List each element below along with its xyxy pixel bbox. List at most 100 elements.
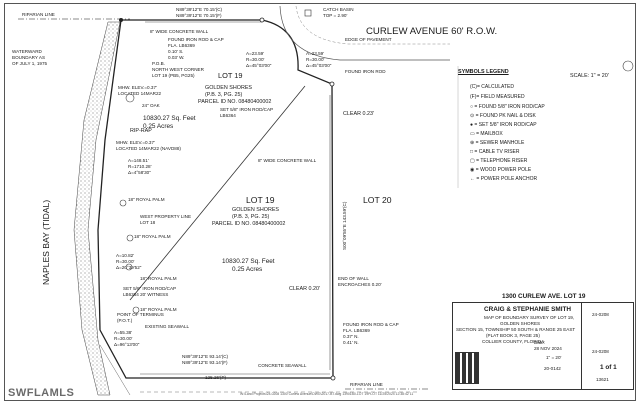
legend-item: (C)= CALCULATED: [470, 84, 514, 90]
oak-label: 24" OAK: [142, 103, 160, 108]
iron-rod-top-3: 0.10' S.: [168, 49, 184, 54]
curve-low-a: A=10.82': [116, 253, 135, 258]
catch-basin-top: TOP = 2.90': [323, 13, 348, 18]
wall-mid-label: 8" WIDE CONCRETE WALL: [258, 158, 317, 163]
royal-palm-4: 18" ROYAL PALM: [140, 307, 177, 312]
legend-item: ▢ = TELEPHONE RISER: [470, 158, 527, 164]
file-path: W:\Land Projects\24-0208 1300 Curlew Ave…: [240, 392, 414, 396]
tb-desc-5: COLLIER COUNTY, FLORIDA: [482, 339, 545, 344]
legend-item: ▭ = MAILBOX: [470, 131, 503, 137]
set-rod-2: LB6364: [220, 113, 236, 118]
royal-palm-1: 18" ROYAL PALM: [128, 197, 165, 202]
bottom-bearing-field: N89°39'12"E 93.14'(F): [182, 360, 228, 365]
seawall-riprap-hatch: [73, 21, 121, 396]
end-wall-1: END OF WALL: [338, 276, 369, 281]
tb-desc-2: GOLDEN SHORES: [500, 321, 541, 326]
pob-label: P.O.B.: [152, 61, 165, 66]
curve-pot-delta: Δ=96°13'00": [114, 342, 140, 347]
tb-r1: 24-0208: [592, 312, 609, 317]
lot19-mid: LOT 19: [246, 195, 275, 205]
gs-mid-3: PARCEL ID NO. 08480400002: [212, 221, 286, 227]
legend-symbol: □: [470, 149, 474, 155]
riparian-line-top: RIPARIAN LINE: [22, 12, 55, 17]
watermark-logo: SWFLAMLS: [8, 387, 75, 399]
set-rod-low-1: SET 5/8" IRON ROD/CAP: [123, 286, 177, 291]
legend-text: = MAILBOX: [476, 131, 503, 137]
iron-rod-bot-3: 0.37' N.: [343, 334, 359, 339]
clear-020: CLEAR 0.20': [289, 286, 320, 292]
gs-top-1: GOLDEN SHORES: [205, 85, 253, 91]
riparian-line-bottom: RIPARIAN LINE: [350, 382, 383, 387]
legend-symbol: ●: [470, 122, 474, 128]
legend-title: SYMBOLS LEGEND: [458, 69, 509, 75]
curve-right-a: A=23.59': [306, 51, 325, 56]
legend-item: □ = CABLE TV RISER: [470, 149, 520, 155]
legend-symbol: ▢: [470, 158, 475, 164]
iron-rod-top-2: FLA. LB6369: [168, 43, 195, 48]
tb-scale: 1" = 20': [546, 355, 562, 360]
lot19-top: LOT 19: [218, 71, 243, 80]
legend-item: ← = POWER POLE ANCHOR: [470, 176, 537, 182]
found-iron-rod-right: FOUND IRON ROD: [345, 69, 386, 74]
legend-item: (F)= FIELD MEASURED: [470, 94, 525, 100]
mhw2-date: LOCATED 14MAR22 (NAVD88): [116, 146, 181, 151]
curve-top-delta: Δ=45°03'00": [246, 63, 272, 68]
waterward-2: BOUNDARY AS: [12, 55, 46, 60]
legend-text: = SET 5/8" IRON ROD/CAP: [474, 122, 537, 128]
legend-item: ● = SET 5/8" IRON ROD/CAP: [470, 122, 537, 128]
tb-r2: 24-0208: [592, 349, 609, 354]
east-bearing: S00°09'55"E 143.59'(C): [342, 201, 347, 250]
curve-pot-r: R=30.00': [114, 336, 133, 341]
concrete-seawall: CONCRETE SEAWALL: [258, 363, 307, 368]
waterward-1: WATERWARD: [12, 49, 42, 54]
legend-item: ◉ = WOOD POWER POLE: [470, 167, 531, 173]
curve-pot-a: A=55.38': [114, 330, 133, 335]
mhw1-date: LOCATED 14MAR22: [118, 91, 162, 96]
set-rod-low-2: LB6364 20' WITNESS: [123, 292, 169, 297]
royal-palm-3: 18" ROYAL PALM: [140, 276, 177, 281]
legend-text: = WOOD POWER POLE: [475, 167, 532, 173]
title-block-left: [452, 302, 582, 390]
nw-corner-1: NORTH WEST CORNER: [152, 67, 204, 72]
tb-r3: 13621: [596, 377, 609, 382]
legend-symbol: ⊕: [470, 140, 475, 146]
area-top-sqft: 10830.27 Sq. Feet: [143, 115, 196, 122]
legend-text: (F)= FIELD MEASURED: [470, 94, 525, 100]
area-top-acres: 0.25 Acres: [143, 123, 174, 130]
legend-text: = FOUND 5/8" IRON ROD/CAP: [474, 104, 545, 110]
tb-date: 28 NOV 2024: [534, 346, 562, 351]
legend-item: ⊕ = SEWER MANHOLE: [470, 140, 524, 146]
legend-text: = FOUND PK NAIL & DISK: [475, 113, 536, 119]
curve-top-r: R=30.00': [246, 57, 265, 62]
pot-2: (P.O.T.): [117, 318, 133, 323]
gs-mid-2: (P.B. 3, PG. 25): [232, 214, 270, 220]
curve-right-delta: Δ=45°03'00": [306, 63, 332, 68]
iron-rod-bot-2: FLA. LB6369: [343, 328, 370, 333]
legend-text: = TELEPHONE RISER: [476, 158, 528, 164]
legend-item: ⊙ = FOUND PK NAIL & DISK: [470, 113, 536, 119]
legend-text: = POWER POLE ANCHOR: [476, 176, 538, 182]
legend-text: = SEWER MANHOLE: [475, 140, 525, 146]
edge-of-pavement-label: EDGE OF PAVEMENT: [345, 37, 392, 42]
iron-rod-bot-4: 0.41' N.: [343, 340, 359, 345]
lot20-label: LOT 20: [363, 195, 392, 205]
curve-mid-delta: Δ=4°58'30": [128, 170, 151, 175]
curve-mid-a: A=148.51': [128, 158, 149, 163]
nw-corner-2: LOT 19 (PB5, PG25): [152, 73, 195, 78]
lot-boundary: [97, 19, 334, 379]
bottom-bearing-calc: N89°39'12"E 93.14'(C): [182, 354, 229, 359]
gs-top-3: PARCEL ID NO. 08480400002: [198, 99, 272, 105]
waterward-3: OF JULY 1, 1975: [12, 61, 48, 66]
company-logo: [455, 352, 479, 384]
area-mid-acres: 0.25 Acres: [232, 266, 263, 273]
tb-desc-1: MAP OF BOUNDARY SURVEY OF LOT 19,: [484, 315, 575, 320]
clear-023: CLEAR 0.23': [343, 111, 374, 117]
legend-symbol: ◉: [470, 167, 475, 173]
royal-palm-2: 18" ROYAL PALM: [134, 234, 171, 239]
tb-desc-4: (PLAT BOOK 3, PAGE 25): [486, 333, 540, 338]
legend-symbol: ⊙: [470, 113, 475, 119]
tb-date-label: Date:: [534, 340, 545, 345]
legend-item: ○ = FOUND 5/8" IRON ROD/CAP: [470, 104, 545, 110]
tb-client: CRAIG & STEPHANIE SMITH: [484, 306, 571, 313]
